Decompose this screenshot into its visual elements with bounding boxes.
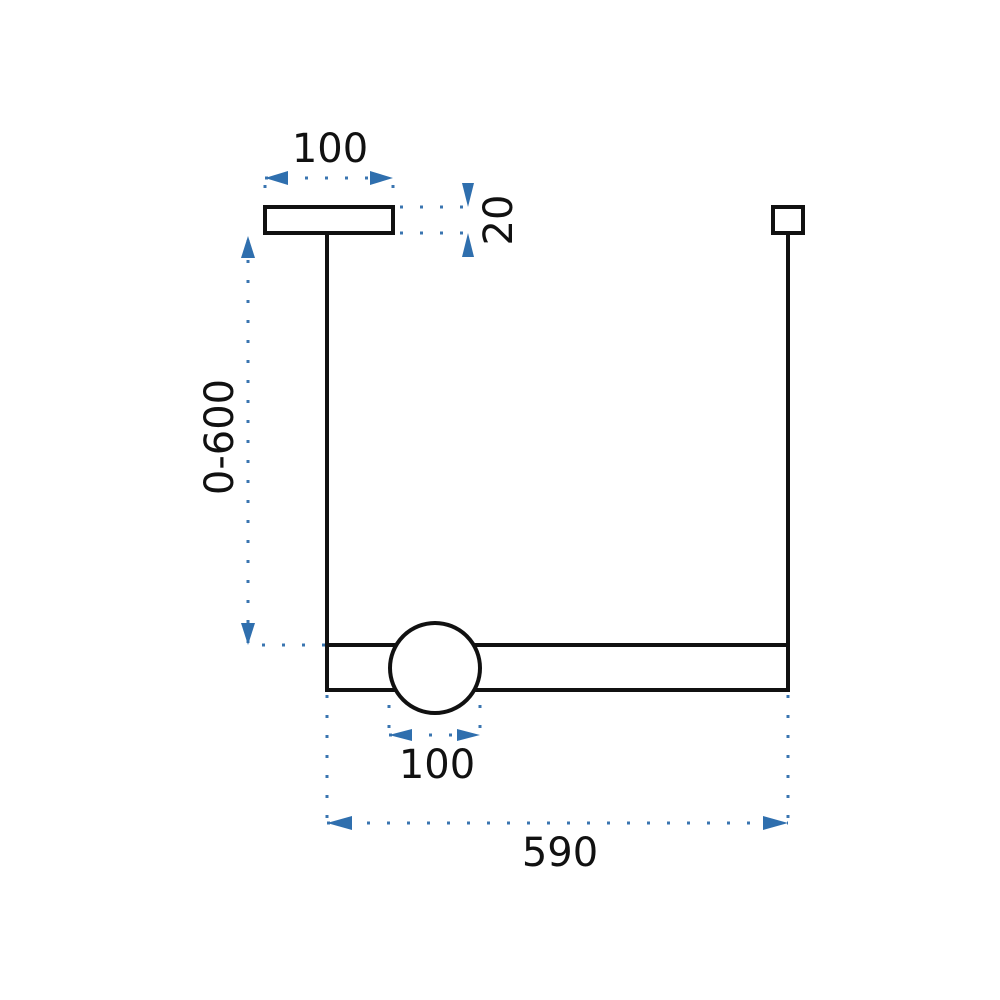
dimension-canopy-width: 100 bbox=[263, 126, 395, 205]
canopy-height-label: 20 bbox=[476, 195, 522, 246]
arrow-down-icon bbox=[462, 183, 474, 207]
dimension-total-width: 590 bbox=[325, 695, 790, 876]
arrow-up-icon bbox=[462, 233, 474, 257]
sphere-diameter-label: 100 bbox=[399, 742, 475, 788]
suspension-length-label: 0-600 bbox=[197, 379, 243, 495]
dimension-canopy-height: 20 bbox=[400, 183, 522, 257]
dimension-suspension-length: 0-600 bbox=[197, 236, 325, 647]
arrow-left-icon bbox=[265, 171, 288, 185]
arrow-down-icon bbox=[241, 623, 255, 645]
dimension-sphere-diameter: 100 bbox=[387, 705, 482, 788]
arrow-right-icon bbox=[457, 729, 480, 741]
arrow-left-icon bbox=[327, 816, 352, 830]
arrow-left-icon bbox=[389, 729, 412, 741]
arrow-up-icon bbox=[241, 236, 255, 258]
total-width-label: 590 bbox=[522, 830, 598, 876]
wire-anchor bbox=[771, 205, 805, 235]
globe-sphere bbox=[388, 621, 482, 715]
arrow-right-icon bbox=[370, 171, 393, 185]
canopy bbox=[263, 205, 395, 235]
arrow-right-icon bbox=[763, 816, 788, 830]
canopy-width-label: 100 bbox=[292, 126, 368, 172]
